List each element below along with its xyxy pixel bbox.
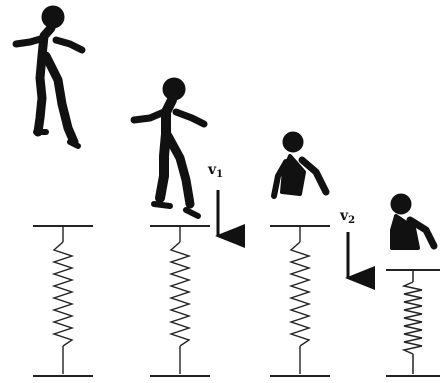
stage-4	[386, 193, 440, 377]
stage-3: v2	[270, 131, 375, 377]
spring-coil-4	[401, 281, 423, 355]
label-v2: v2	[339, 208, 355, 226]
spring-coil-3	[288, 241, 312, 347]
stick-figure-airborne	[12, 5, 86, 149]
spring-1	[33, 225, 93, 377]
stage-1	[12, 5, 93, 377]
spring-2	[150, 225, 210, 377]
stage-2: v1	[130, 77, 245, 377]
stick-figure-landing	[130, 77, 208, 219]
figure-compressed	[390, 193, 438, 250]
spring-coil-2	[168, 241, 192, 347]
label-v1: v1	[207, 162, 223, 180]
spring-coil-1	[51, 241, 75, 347]
spring-3	[270, 225, 330, 377]
figure-crouched	[271, 131, 330, 199]
spring-4	[386, 269, 440, 377]
